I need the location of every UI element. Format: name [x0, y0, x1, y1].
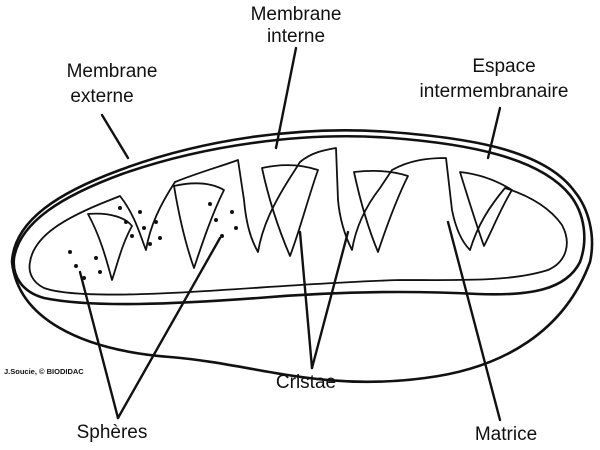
- label-membrane-interne-line1: Membrane: [251, 4, 342, 25]
- crista-1: [87, 212, 133, 281]
- leader-cristae-a: [298, 230, 314, 370]
- label-membrane-interne-line2: interne: [267, 26, 325, 47]
- leader-spheres-a: [78, 270, 120, 420]
- leader-spheres-b: [116, 236, 222, 420]
- leader-espace: [486, 106, 502, 160]
- spheres-particles: [68, 202, 238, 280]
- label-espace-line2: intermembranaire: [420, 81, 569, 102]
- leader-cristae-b: [310, 230, 350, 370]
- credit-text: J.Soucie, © BIODIDAC: [4, 367, 84, 376]
- leader-matrice: [446, 220, 502, 422]
- label-membrane-externe-line2: externe: [70, 86, 133, 107]
- label-cristae: Cristae: [276, 372, 336, 393]
- crista-4: [353, 169, 409, 253]
- label-espace-line1: Espace: [472, 56, 535, 77]
- crista-3: [261, 164, 319, 257]
- label-matrice: Matrice: [475, 424, 537, 445]
- leader-membrane-interne: [274, 46, 298, 150]
- leader-membrane-externe: [100, 113, 130, 160]
- outer-body: [10, 129, 594, 384]
- label-spheres: Sphères: [77, 422, 148, 443]
- crista-5: [459, 171, 513, 247]
- crista-2: [173, 182, 225, 269]
- inner-membrane-cut: [28, 147, 568, 296]
- label-membrane-externe-line1: Membrane: [67, 61, 158, 82]
- outer-membrane-surface: [12, 135, 586, 306]
